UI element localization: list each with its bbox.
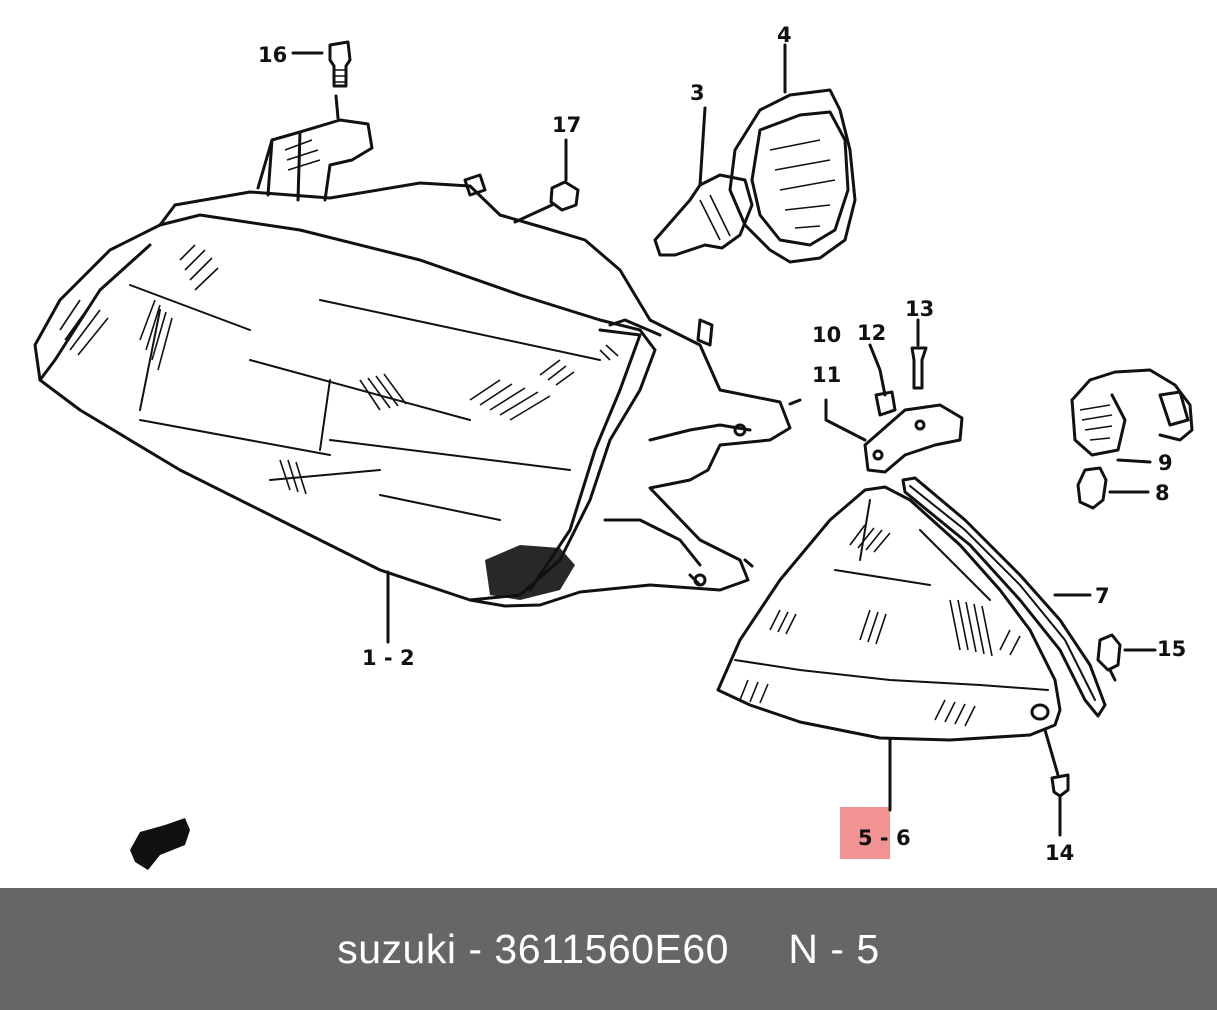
label-10: 10 — [812, 323, 841, 347]
side-marker-lamp — [716, 485, 1062, 812]
bolt-12 — [868, 343, 897, 417]
label-11: 11 — [812, 363, 841, 387]
label-17: 17 — [552, 113, 581, 137]
headlamp-assembly — [33, 118, 802, 608]
screw-13 — [910, 318, 928, 390]
bulb-3 — [653, 106, 754, 257]
label-4: 4 — [777, 23, 792, 47]
parts-diagram: 16 17 3 4 10 11 12 13 9 8 7 15 1 - 2 5 -… — [33, 23, 1194, 870]
seal-strip-7 — [901, 476, 1107, 718]
bracket-10-11 — [824, 398, 964, 474]
label-5-6: 5 - 6 — [858, 826, 911, 850]
label-3: 3 — [690, 81, 705, 105]
label-9: 9 — [1158, 451, 1173, 475]
label-7: 7 — [1095, 584, 1110, 608]
screw-14 — [1043, 728, 1070, 837]
highlight-box — [840, 807, 890, 859]
small-clip — [130, 818, 190, 870]
label-1-2: 1 - 2 — [362, 646, 415, 670]
clip-15 — [1096, 633, 1157, 682]
label-14: 14 — [1045, 841, 1074, 865]
nut-17 — [513, 138, 580, 224]
label-8: 8 — [1155, 481, 1170, 505]
label-13: 13 — [905, 297, 934, 321]
socket-cover-4 — [728, 43, 857, 264]
socket-9 — [1070, 368, 1194, 464]
label-16: 16 — [258, 43, 287, 67]
caption-text: suzuki - 3611560E60 N - 5 — [337, 925, 880, 972]
label-15: 15 — [1157, 637, 1186, 661]
bolt-16 — [291, 40, 352, 120]
bulb-8 — [1076, 466, 1150, 510]
label-12: 12 — [857, 321, 886, 345]
caption-bar: suzuki - 3611560E60 N - 5 — [0, 888, 1217, 1010]
